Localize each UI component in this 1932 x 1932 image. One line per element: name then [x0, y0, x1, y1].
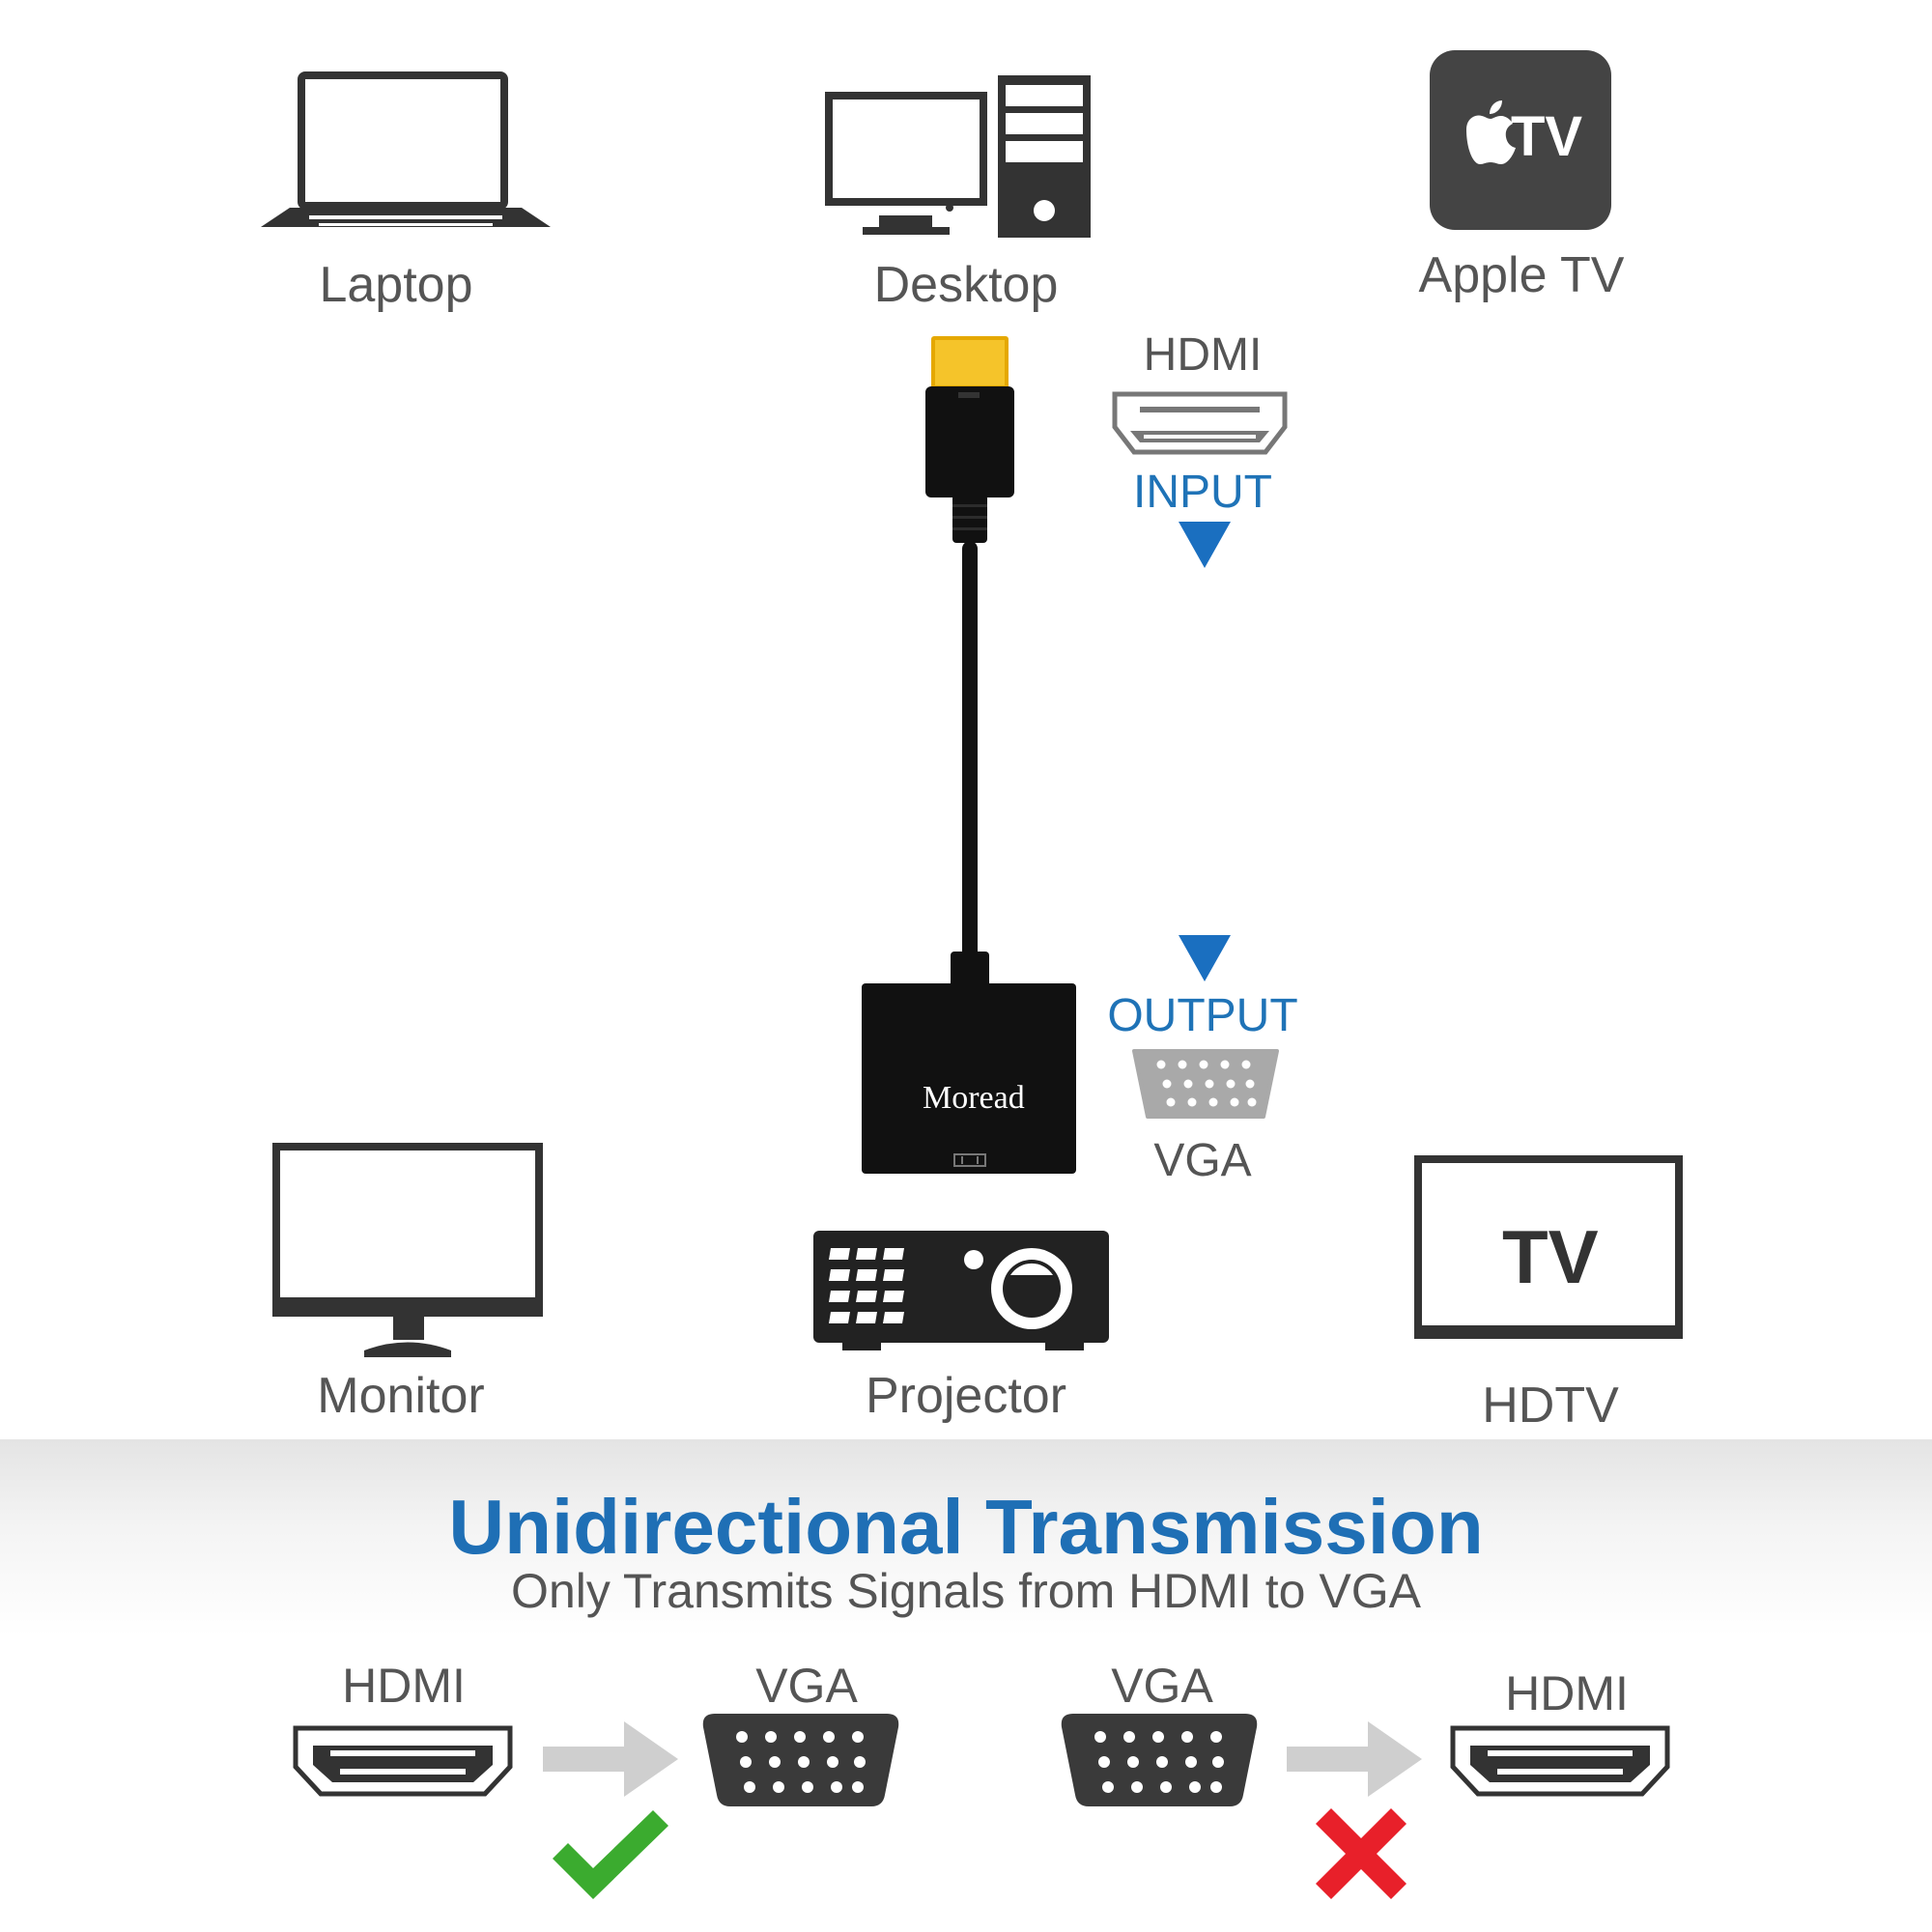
- monitor-label: Monitor: [317, 1368, 485, 1424]
- adapter-brand: Moread: [923, 1080, 1025, 1116]
- unsupported-to-label: HDMI: [1505, 1666, 1629, 1720]
- hdmi-port-icon: [1450, 1725, 1670, 1797]
- apple-tv-icon: [1430, 50, 1611, 230]
- transmission-subtitle: Only Transmits Signals from HDMI to VGA: [511, 1564, 1421, 1618]
- projector-icon: [813, 1231, 1109, 1350]
- cross-icon: [1316, 1808, 1406, 1899]
- monitor-icon: [272, 1143, 543, 1357]
- transmission-panel: [0, 1439, 1932, 1932]
- hdtv-screen-text: TV: [1502, 1214, 1599, 1299]
- apple-tv-badge: TV: [1511, 105, 1583, 168]
- transmission-title: Unidirectional Transmission: [448, 1484, 1484, 1570]
- desktop-label: Desktop: [873, 257, 1059, 313]
- check-icon: [553, 1810, 668, 1899]
- hdmi-adapter-cable: [862, 336, 1076, 1174]
- apple-tv-label: Apple TV: [1418, 247, 1625, 303]
- triangle-down-icon: [1179, 522, 1231, 568]
- triangle-down-icon: [1179, 935, 1231, 981]
- hdmi-port-icon: [293, 1725, 513, 1797]
- vga-port-icon: [1061, 1714, 1258, 1806]
- supported-to-label: VGA: [755, 1659, 858, 1713]
- output-label: OUTPUT: [1107, 990, 1298, 1041]
- hdtv-icon: [1414, 1155, 1683, 1339]
- desktop-icon: [825, 75, 1091, 238]
- supported-from-label: HDMI: [342, 1659, 466, 1713]
- projector-label: Projector: [865, 1368, 1067, 1424]
- vga-port-icon: [1132, 1049, 1279, 1119]
- input-port-label: HDMI: [1143, 329, 1263, 381]
- input-label: INPUT: [1133, 467, 1272, 518]
- apple-logo-icon: [1466, 100, 1516, 164]
- output-port-label: VGA: [1153, 1135, 1252, 1186]
- hdtv-label: HDTV: [1482, 1378, 1619, 1434]
- arrow-right-icon: [543, 1721, 678, 1797]
- laptop-icon: [261, 71, 551, 230]
- hdmi-port-icon: [1112, 391, 1288, 455]
- vga-port-icon: [702, 1714, 899, 1806]
- arrow-right-icon: [1287, 1721, 1422, 1797]
- unsupported-from-label: VGA: [1111, 1659, 1213, 1713]
- laptop-label: Laptop: [319, 257, 473, 313]
